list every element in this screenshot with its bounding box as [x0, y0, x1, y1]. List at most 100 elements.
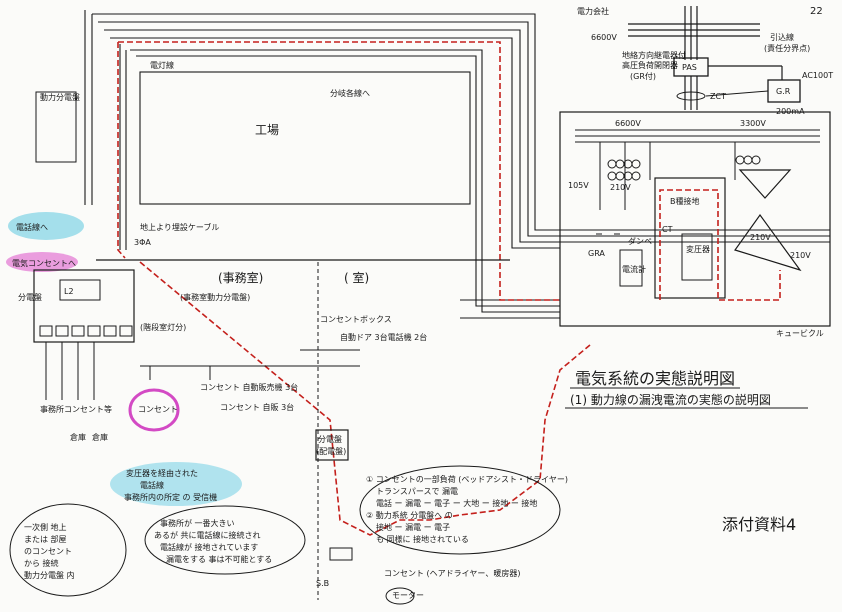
- main-cable-bundle: [84, 10, 830, 319]
- ammeter-label: 電流計: [622, 264, 646, 274]
- cloud-lr-1: ① コンセントの一部負荷 (ベッドアシスト・ドライヤー): [366, 474, 568, 484]
- delta-top: [738, 169, 792, 199]
- gr-ac: AC100T: [802, 71, 833, 80]
- l2-breaker: [59, 279, 101, 301]
- label-210v-2: 210V: [750, 233, 771, 242]
- transformer-label: 変圧器: [686, 244, 710, 254]
- label-105v: 105V: [568, 181, 589, 190]
- l2-label: L2: [64, 287, 74, 296]
- b-ground-label: B種接地: [670, 196, 700, 206]
- outlet-circle: [128, 388, 180, 432]
- cloud-lr-5: 接地 ー 漏電 ー 電子: [376, 522, 450, 532]
- phone-bubble-2: 電話線: [140, 480, 164, 490]
- cloud-ll-1: 一次側 地上: [24, 522, 67, 532]
- cubicle-box: [559, 111, 831, 327]
- phone-bubble-3: 事務所内の所定 の 受信機: [124, 492, 217, 502]
- office-label: (事務室): [218, 270, 263, 285]
- node-c: コンセント 自販 3台: [220, 402, 294, 412]
- power-panel-box: [35, 91, 77, 163]
- cloud-ll-5: 動力分電盤 内: [24, 570, 75, 580]
- title-sub: (1) 動力線の漏洩電流の実態の説明図: [570, 392, 771, 407]
- gr-label: G.R: [776, 87, 791, 96]
- phone-bubble-1: 変圧器を経由された: [126, 468, 198, 478]
- three-phase-label: 3ΦA: [134, 238, 151, 247]
- utility-label: 電力会社: [577, 6, 609, 16]
- pas-desc-2: 高圧負荷開閉器: [622, 60, 678, 70]
- title-main: 電気系統の実態説明図: [575, 369, 735, 388]
- panel-downlines: [45, 342, 95, 400]
- pas-desc-3: (GR付): [630, 71, 656, 81]
- cloud-lower-right: [359, 465, 561, 555]
- panel-note-2: 倉庫: [70, 432, 86, 442]
- leakage-path-lower: [139, 261, 591, 536]
- power-panel-label: 動力分電盤: [40, 92, 80, 102]
- dampe-label: ダンペ: [628, 236, 652, 246]
- transformer-coils: [607, 155, 761, 181]
- pas-label: PAS: [682, 63, 697, 72]
- leakage-path-upper: [117, 41, 781, 301]
- motor-box: [329, 547, 353, 561]
- utility-bus: [628, 6, 760, 60]
- outlet-label: 電気コンセントへ: [12, 258, 76, 268]
- sb-label: S.B: [316, 579, 329, 588]
- panel-note-3: 倉庫: [92, 432, 108, 442]
- outlet-box-label: コンセントボックス: [320, 315, 392, 324]
- cloud-lr-2: トランスパースで 漏電: [376, 486, 458, 496]
- cloud-lm-1: 事務所が 一番大きい: [160, 518, 235, 528]
- incoming-label-1: 引込線: [770, 32, 794, 42]
- label-3300v: 3300V: [740, 119, 766, 128]
- zct-label: ZCT: [710, 92, 726, 101]
- cloud-ll-4: から 接続: [24, 558, 59, 568]
- small-panel: [315, 429, 349, 461]
- panel-note-1: 事務所コンセント等: [40, 404, 112, 414]
- ammeter-box: [619, 249, 643, 287]
- outlet-main-label: コンセント: [138, 405, 178, 414]
- cloud-lr-3: 電話 ー 漏電 ー 電子 ー 大地 ー 接地 ー 接地: [376, 498, 537, 508]
- label-210v: 210V: [610, 183, 631, 192]
- cubicle-label: キュービクル: [776, 329, 824, 338]
- cloud-lm-3: 電話線が 接地されています: [160, 542, 258, 552]
- label-6600v: 6600V: [615, 119, 641, 128]
- cloud-lower-mid: [144, 505, 306, 575]
- office-power-label: (事務室動力分電盤): [180, 292, 250, 302]
- pas-desc-1: 地絡方向継電器付: [622, 50, 686, 60]
- zct-ring: [676, 91, 706, 101]
- breaker-row: [39, 325, 133, 337]
- underground-label: 地上より埋設ケーブル: [140, 222, 219, 232]
- node-a: 自動ドア 3台電話機 2台: [340, 332, 427, 342]
- cloud-lm-2: あるが 共に電話線に接続され: [154, 530, 261, 540]
- gra-label: GRA: [588, 249, 605, 258]
- cloud-lr-6: も 同様に 接地されている: [376, 534, 469, 544]
- small-panel-sub: (配電盤): [316, 446, 346, 456]
- cloud-lm-4: 漏電をする 事は不可能とする: [166, 554, 272, 564]
- utility-voltage: 6600V: [591, 33, 617, 42]
- branch-line-label: 分岐各線へ: [330, 88, 370, 98]
- transformer-box: [654, 177, 726, 299]
- bottom-outlet-label: コンセント (ヘアドライヤー、暖房器): [384, 568, 520, 578]
- factory-rect: [139, 71, 471, 205]
- lighting-line-label: 電灯線: [150, 60, 174, 70]
- attachment-label: 添付資料4: [722, 515, 796, 534]
- page-number: 22: [810, 6, 823, 17]
- lan-label: 電話線へ: [16, 222, 48, 232]
- node-b: コンセント 自動販売機 3台: [200, 382, 298, 392]
- outlet-bubble: [6, 252, 78, 272]
- cloud-lr-4: ② 動力系統 分電盤へ の: [366, 510, 453, 520]
- motor-symbol: [385, 587, 415, 605]
- motor-label: モーター: [392, 591, 424, 600]
- cloud-ll-2: または 部屋: [24, 534, 67, 544]
- phone-bubble: [110, 462, 242, 506]
- label-210v-3: 210V: [790, 251, 811, 260]
- zct-gr-line: [705, 90, 769, 97]
- distribution-panel-label: 分電盤: [18, 292, 42, 302]
- cloud-ll-3: のコンセント: [24, 547, 72, 556]
- distribution-panel: [33, 269, 135, 343]
- lan-bubble: [8, 212, 84, 240]
- factory-label: 工場: [255, 123, 279, 137]
- room2-label: ( 室): [344, 270, 369, 285]
- cloud-lower-left: [9, 503, 127, 597]
- office-light-label: (階段室灯分): [140, 322, 186, 332]
- small-panel-label: 分電盤: [318, 434, 342, 444]
- incoming-label-2: (責任分界点): [764, 43, 810, 53]
